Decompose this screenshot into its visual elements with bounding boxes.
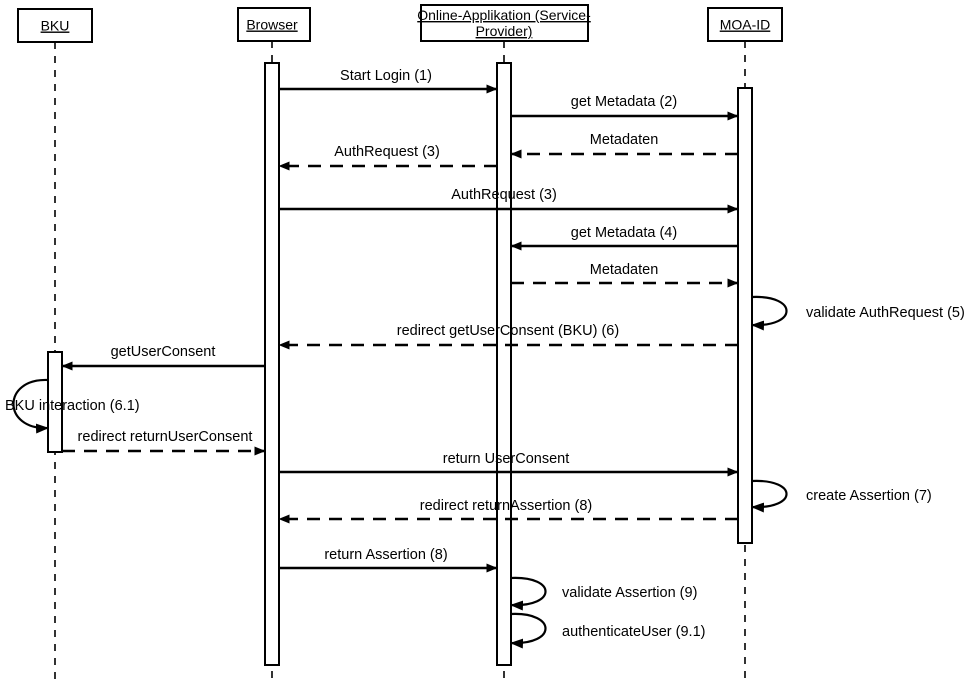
lifeline-header-box bbox=[237, 7, 311, 42]
self-message-label: authenticateUser (9.1) bbox=[562, 624, 705, 640]
lifeline-header-box bbox=[420, 4, 589, 42]
lifeline-header-label-line2: Provider) bbox=[476, 23, 533, 39]
lifeline-header-label: Browser bbox=[246, 17, 298, 33]
message-label: redirect getUserConsent (BKU) (6) bbox=[397, 323, 619, 339]
self-message-label: validate AuthRequest (5) bbox=[806, 305, 965, 321]
message-6-7: redirect getUserConsent (BKU) (6) bbox=[278, 323, 738, 350]
message-8a-11: redirect returnAssertion (8) bbox=[278, 498, 738, 524]
self-message-arc bbox=[751, 479, 788, 513]
lifeline-header-bku[interactable]: BKU bbox=[17, 8, 93, 43]
lifeline-header-browser[interactable]: Browser bbox=[237, 7, 311, 42]
self-message-9: validate Assertion (9) bbox=[510, 576, 697, 611]
activation-bar-moaid bbox=[737, 87, 753, 544]
message-label: redirect returnUserConsent bbox=[78, 429, 253, 445]
lifeline-header-oa[interactable]: Online-Applikation (Service-Provider) bbox=[417, 4, 591, 42]
message-label: return Assertion (8) bbox=[324, 547, 447, 563]
self-message-label: create Assertion (7) bbox=[806, 488, 932, 504]
self-message-arc bbox=[510, 576, 547, 611]
message-label: Metadaten bbox=[590, 262, 659, 278]
message-label: AuthRequest (3) bbox=[334, 144, 440, 160]
message-reply-6: Metadaten bbox=[511, 262, 739, 288]
message-label: return UserConsent bbox=[443, 451, 570, 467]
message-label: AuthRequest (3) bbox=[451, 187, 557, 203]
self-messages-layer: validate AuthRequest (5) BKU interaction … bbox=[5, 295, 965, 649]
lifeline-header-label: BKU bbox=[41, 18, 70, 34]
activation-bar-browser bbox=[264, 62, 280, 666]
self-message-6.1: BKU interaction (6.1) bbox=[5, 378, 140, 434]
self-message-arc bbox=[510, 612, 547, 649]
lifeline-header-label-line1: Online-Applikation (Service- bbox=[417, 7, 591, 23]
self-message-9.1: authenticateUser (9.1) bbox=[510, 612, 705, 649]
lifeline-header-label: MOA-ID bbox=[720, 17, 771, 33]
message-label: Start Login (1) bbox=[340, 68, 432, 84]
self-message-5: validate AuthRequest (5) bbox=[751, 295, 965, 331]
message-label: get Metadata (2) bbox=[571, 94, 677, 110]
activation-bar-oa bbox=[496, 62, 512, 666]
lifeline-header-box bbox=[17, 8, 93, 43]
self-message-7: create Assertion (7) bbox=[751, 479, 932, 513]
message-label: Metadaten bbox=[590, 132, 659, 148]
self-message-arc bbox=[751, 295, 788, 331]
message-1-0: Start Login (1) bbox=[279, 68, 498, 94]
message-reply-10: return UserConsent bbox=[279, 451, 739, 477]
self-message-label: BKU interaction (6.1) bbox=[5, 398, 140, 414]
message-label: get Metadata (4) bbox=[571, 225, 677, 241]
lifeline-headers-layer: BKU Browser Online-Applikation (Service-Pr… bbox=[17, 4, 783, 43]
message-3a-3: AuthRequest (3) bbox=[278, 144, 497, 171]
message-4-5: get Metadata (4) bbox=[510, 225, 738, 251]
message-reply-2: Metadaten bbox=[510, 132, 738, 159]
message-reply-9: redirect returnUserConsent bbox=[62, 429, 266, 456]
message-reply-8: getUserConsent bbox=[61, 344, 265, 371]
message-label: getUserConsent bbox=[111, 344, 216, 360]
lifeline-header-box bbox=[707, 7, 783, 42]
message-8b-12: return Assertion (8) bbox=[279, 547, 498, 573]
self-message-arc bbox=[12, 378, 49, 434]
message-label: redirect returnAssertion (8) bbox=[420, 498, 592, 514]
message-2-1: get Metadata (2) bbox=[511, 94, 739, 121]
message-3b-4: AuthRequest (3) bbox=[279, 187, 739, 214]
activation-bars-layer bbox=[47, 62, 753, 666]
messages-layer: Start Login (1) get Metadata (2) Metadaten… bbox=[61, 68, 739, 573]
self-message-label: validate Assertion (9) bbox=[562, 585, 697, 601]
activation-bar-bku bbox=[47, 351, 63, 453]
lifeline-header-moaid[interactable]: MOA-ID bbox=[707, 7, 783, 42]
